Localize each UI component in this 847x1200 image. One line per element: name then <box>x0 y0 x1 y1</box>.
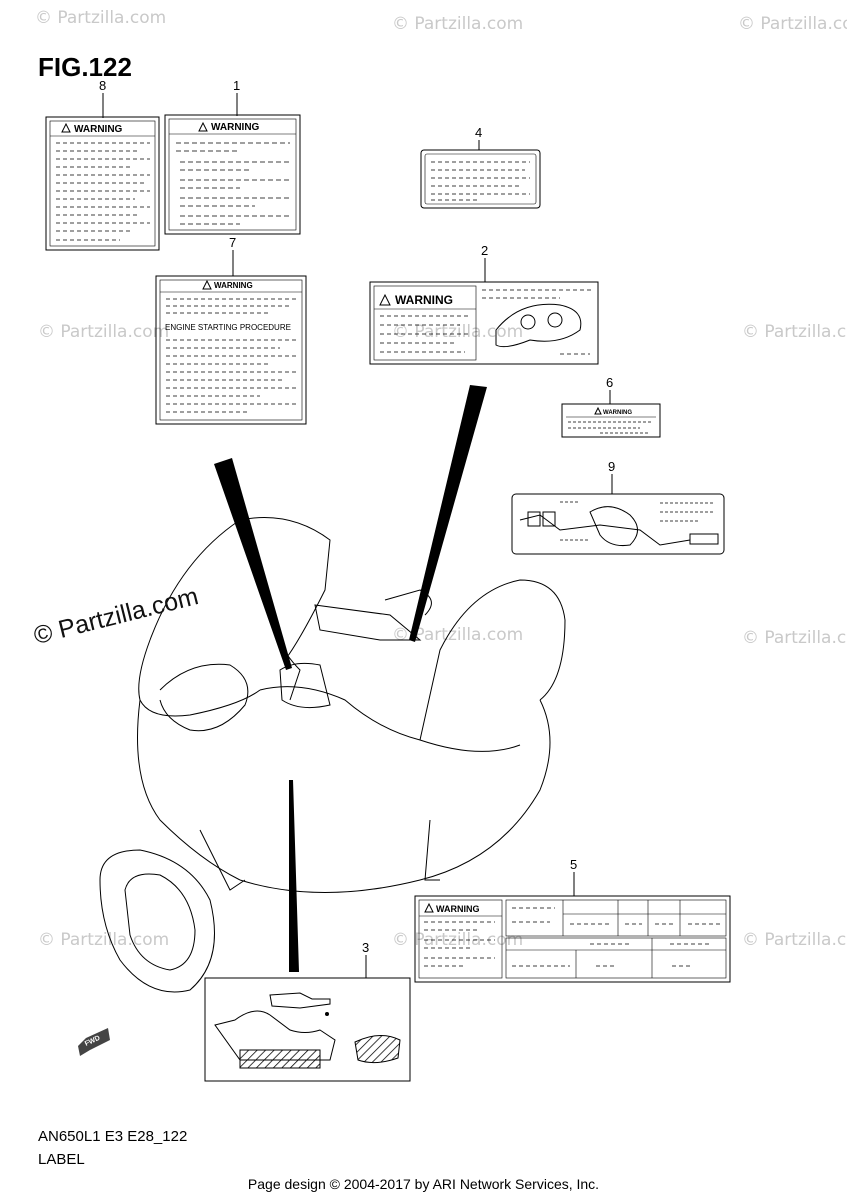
label-8: WARNING <box>45 116 160 251</box>
watermark: © Partzilla.com <box>38 322 170 342</box>
label-pointer <box>214 385 487 972</box>
fwd-arrow-icon: FWD <box>78 1028 110 1056</box>
callout-number: 1 <box>233 78 241 93</box>
label-5: WARNING <box>414 895 731 983</box>
figure-title: FIG.122 <box>38 52 132 82</box>
label-1: WARNING <box>164 114 301 235</box>
watermark: © Partzilla.com <box>742 930 847 950</box>
watermark: © Partzilla.com <box>742 322 847 342</box>
section-name: LABEL <box>38 1151 85 1168</box>
watermark: © Partzilla.com <box>38 930 170 950</box>
callout-number: 6 <box>606 375 614 390</box>
callout-number: 3 <box>362 940 370 955</box>
warning-text: WARNING <box>603 410 632 416</box>
callout-number: 9 <box>608 459 616 474</box>
warning-text: WARNING <box>211 122 260 133</box>
watermark: © Partzilla.com <box>738 14 847 34</box>
warning-text: WARNING <box>436 904 480 914</box>
scooter-illustration <box>99 517 566 993</box>
watermark: © Partzilla.com <box>35 8 167 28</box>
engine-start-text: ENGINE STARTING PROCEDURE <box>165 323 291 332</box>
label-3 <box>204 977 411 1082</box>
warning-text: WARNING <box>214 281 253 290</box>
watermark: © Partzilla.com <box>392 625 524 645</box>
label-9 <box>511 493 725 555</box>
callout-number: 7 <box>229 235 237 250</box>
label-4 <box>420 149 541 209</box>
label-7: WARNING ENGINE STARTING PROCEDURE <box>155 275 307 425</box>
watermark: © Partzilla.com <box>742 628 847 648</box>
warning-text: WARNING <box>395 293 453 307</box>
label-6: WARNING <box>561 403 661 438</box>
callout-number: 4 <box>475 125 483 140</box>
watermark: © Partzilla.com <box>392 930 524 950</box>
callout-number: 2 <box>481 243 489 258</box>
copyright-footer: Page design © 2004-2017 by ARI Network S… <box>247 1176 600 1192</box>
callout-number: 5 <box>570 857 578 872</box>
label-2: WARNING <box>369 281 599 365</box>
watermark: © Partzilla.com <box>392 322 524 342</box>
model-code: AN650L1 E3 E28_122 <box>38 1128 188 1145</box>
watermark: © Partzilla.com <box>392 14 524 34</box>
callout-number: 8 <box>99 78 107 93</box>
warning-text: WARNING <box>74 124 123 135</box>
